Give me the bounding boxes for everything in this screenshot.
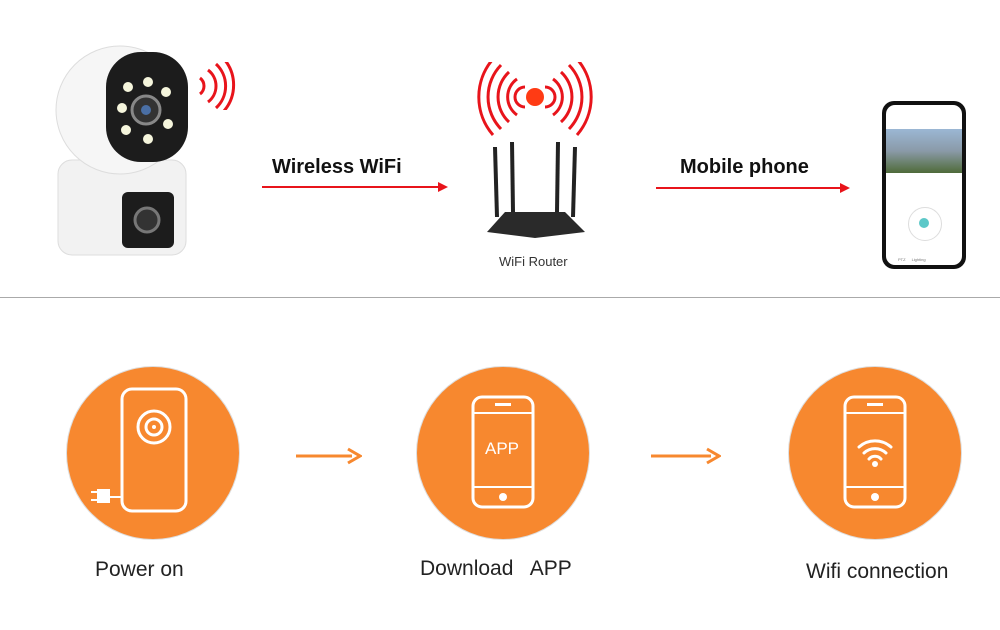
phone-app-icon	[471, 395, 535, 509]
signal-waves-icon	[198, 62, 236, 110]
mobile-phone-image: PTZ Lighting	[882, 101, 966, 269]
arrow-right-icon	[296, 447, 362, 465]
router-label: WiFi Router	[499, 254, 568, 269]
camera-plug-icon	[91, 387, 188, 513]
section-divider	[0, 297, 1000, 298]
arrow-right-icon	[651, 447, 721, 465]
camera-image	[55, 45, 188, 256]
wifi-connection-step-icon	[789, 367, 961, 539]
wireless-wifi-label: Wireless WiFi	[272, 156, 402, 178]
step-label-wifi-connection: Wifi connection	[806, 560, 949, 583]
step-label-power-on: Power on	[95, 558, 184, 581]
power-on-step-icon	[67, 367, 239, 539]
mobile-phone-label: Mobile phone	[680, 156, 809, 178]
phone-wifi-icon	[843, 395, 907, 509]
phone-tab-lighting: Lighting	[911, 257, 926, 262]
download-app-step-icon: APP	[417, 367, 589, 539]
step-label-download-app: Download APP	[420, 557, 572, 580]
app-text: APP	[485, 439, 520, 458]
arrow-right-icon	[656, 183, 850, 193]
router-image	[477, 62, 593, 238]
phone-tab-ptz: PTZ	[898, 257, 906, 262]
arrow-right-icon	[262, 182, 448, 192]
